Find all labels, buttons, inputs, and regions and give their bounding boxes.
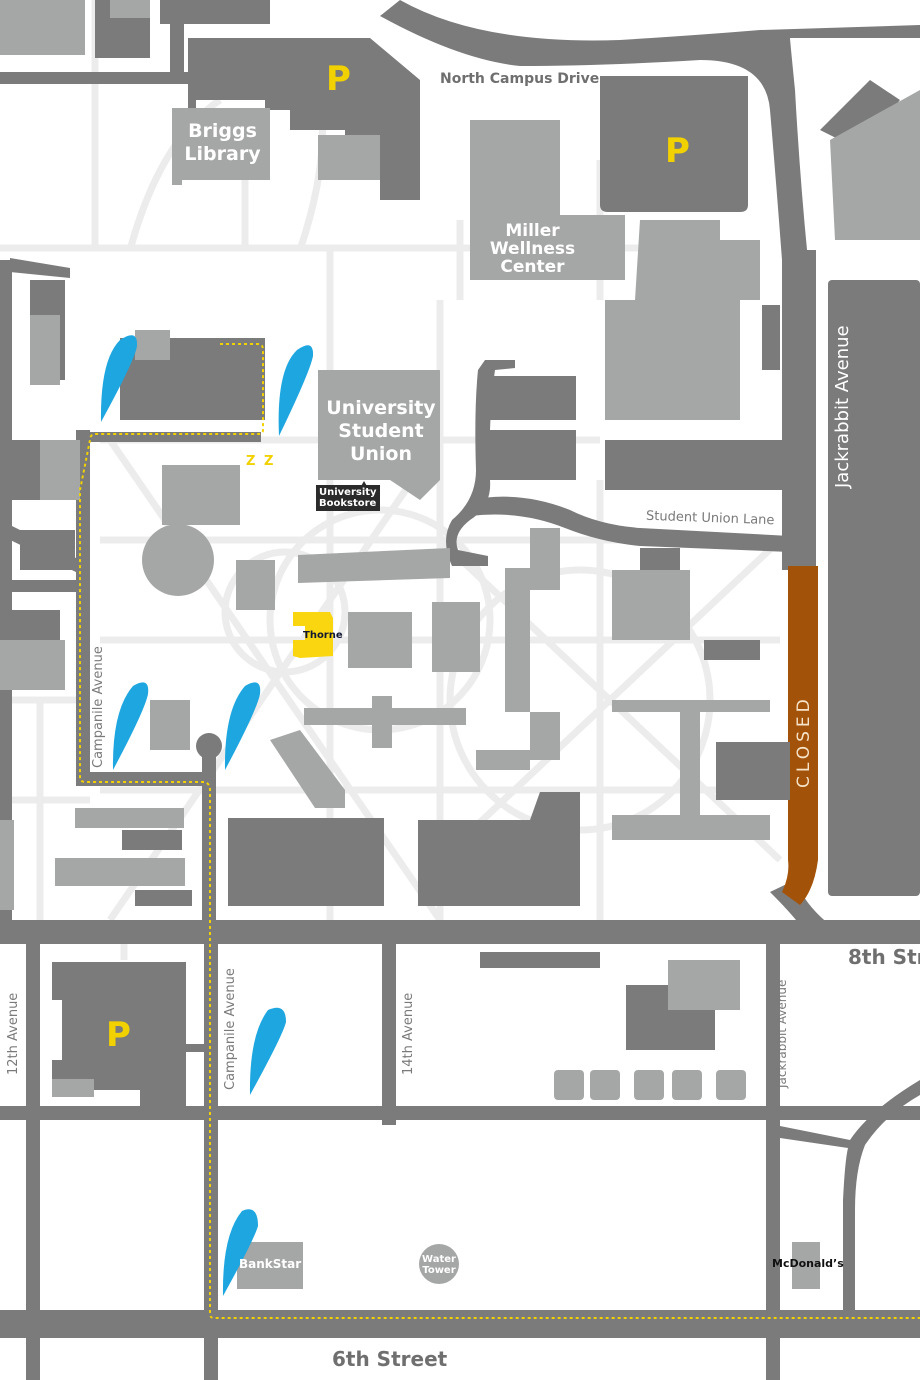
marker-pin-icon[interactable]	[224, 682, 261, 770]
jackrabbit-avenue-north-label: Jackrabbit Avenue	[832, 325, 853, 488]
marker-pin-icon[interactable]	[112, 682, 149, 770]
parking-icon: P	[665, 131, 690, 171]
university-student-union-label[interactable]: University Student Union	[326, 397, 436, 465]
bankstar-label[interactable]: BankStar	[239, 1257, 302, 1271]
marker-pin-icon[interactable]	[222, 1209, 258, 1296]
north-campus-drive-label: North Campus Drive	[440, 71, 600, 87]
thorne-label[interactable]: Thorne	[303, 630, 343, 641]
closed-road-segment	[782, 566, 818, 905]
light-buildings	[0, 0, 920, 1289]
university-bookstore-label[interactable]: University Bookstore	[316, 485, 380, 511]
12th-avenue-label: 12th Avenue	[6, 992, 21, 1075]
drop-off-icon: Z Z	[246, 454, 276, 469]
14th-avenue-label: 14th Avenue	[401, 992, 416, 1075]
marker-pin-icon[interactable]	[249, 1007, 286, 1095]
6th-street-label: 6th Street	[332, 1347, 448, 1371]
jackrabbit-avenue-south-label: Jackrabbit Avenue	[775, 979, 789, 1088]
marker-pin-icon[interactable]	[100, 335, 138, 422]
mcdonalds-label[interactable]: McDonald’s	[772, 1257, 844, 1270]
location-markers	[100, 335, 314, 1296]
parking-icon: P	[326, 59, 351, 99]
parking-icon: P	[106, 1015, 131, 1055]
briggs-library-label[interactable]: Briggs Library	[184, 120, 261, 165]
thorne-building[interactable]	[293, 612, 333, 658]
water-tower-label[interactable]: Water Tower	[422, 1254, 456, 1276]
marker-pin-icon[interactable]	[278, 345, 314, 436]
campanile-avenue-north-label: Campanile Avenue	[91, 646, 106, 768]
shuttle-route	[79, 343, 920, 1319]
8th-street-label: 8th Str	[848, 945, 920, 969]
miller-wellness-center-label[interactable]: Miller Wellness Center	[489, 221, 576, 278]
campanile-avenue-south-label: Campanile Avenue	[223, 968, 238, 1090]
closed-road-label: CLOSED	[794, 695, 814, 788]
